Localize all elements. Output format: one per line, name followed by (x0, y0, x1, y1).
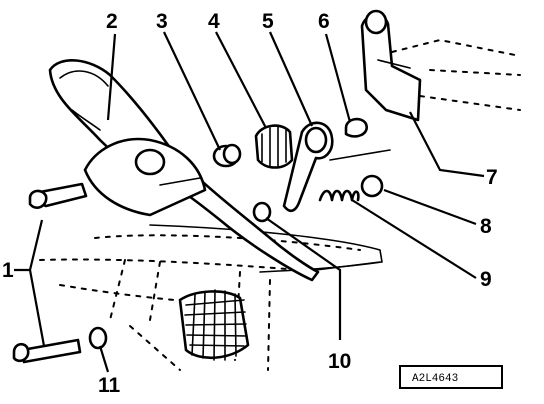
lever-arm (282, 121, 334, 213)
ribbed-spacer (254, 124, 294, 169)
leader-lines (14, 31, 485, 373)
reference-code-box: A2L4643 (399, 365, 503, 389)
reference-code: A2L4643 (412, 373, 458, 385)
washer (88, 326, 108, 350)
callout-9: 9 (480, 268, 492, 291)
callout-1: 1 (2, 259, 14, 282)
callout-5: 5 (262, 10, 274, 33)
callout-4: 4 (208, 10, 220, 33)
callout-8: 8 (480, 215, 492, 238)
mounting-bracket (83, 137, 207, 217)
callout-2: 2 (106, 10, 118, 33)
callout-3: 3 (156, 10, 168, 33)
bolt-upper (28, 182, 88, 209)
bushing (212, 143, 242, 168)
sleeve (252, 201, 272, 223)
bolt-lower (12, 338, 82, 364)
callout-7: 7 (486, 166, 498, 189)
callout-6: 6 (318, 10, 330, 33)
nut (360, 174, 384, 198)
pedal-pad (178, 289, 250, 361)
callout-labels: 1 2 3 4 5 6 7 8 9 10 11 (2, 10, 498, 397)
return-spring (318, 189, 360, 202)
switch-bracket (360, 9, 422, 122)
callout-10: 10 (328, 350, 351, 373)
callout-11: 11 (98, 374, 121, 397)
